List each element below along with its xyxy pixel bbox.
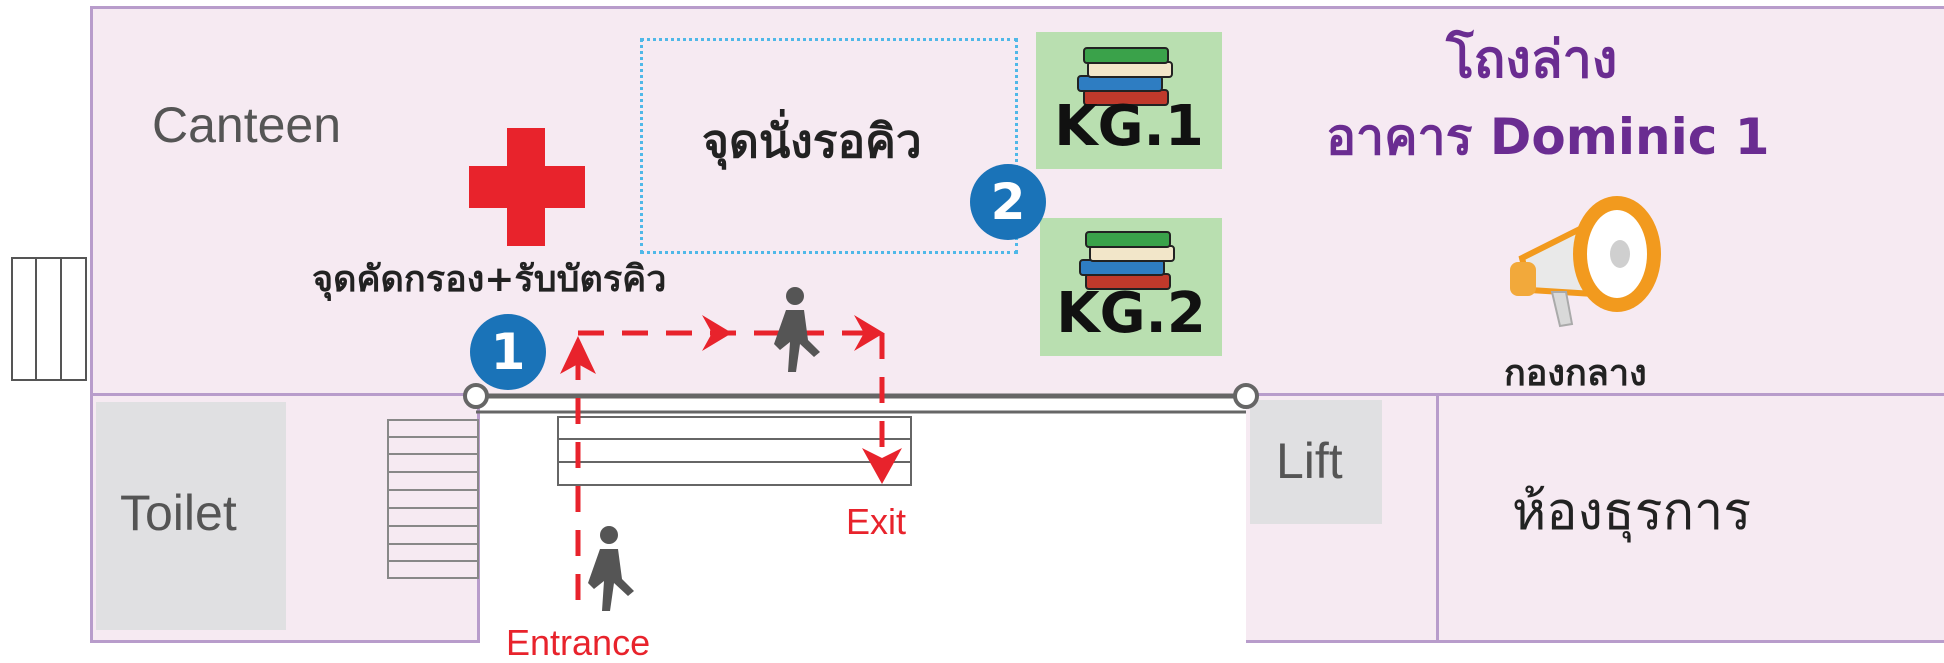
toilet-label: Toilet	[120, 485, 237, 541]
doorway	[463, 383, 1259, 414]
waiting-area-label: จุดนั่งรอคิว	[702, 114, 922, 168]
side-door	[11, 257, 87, 381]
admin-room-label: ห้องธุรการ	[1512, 482, 1752, 542]
step-1-badge: 1	[470, 314, 546, 390]
books-icon	[1079, 231, 1175, 290]
hall-title: โถงล่าง	[1446, 30, 1618, 90]
lift-label: Lift	[1276, 433, 1343, 489]
kg2-label: KG.2	[1056, 281, 1206, 346]
central-office-label: กองกลาง	[1504, 353, 1647, 394]
kg2-room: KG.2	[1040, 218, 1222, 356]
exit-label: Exit	[846, 501, 907, 542]
toilet-box	[96, 402, 286, 630]
kg1-room: KG.1	[1036, 32, 1222, 169]
megaphone-icon	[1510, 196, 1661, 328]
building-title: อาคาร Dominic 1	[1326, 108, 1770, 166]
route-arrows	[560, 315, 902, 484]
walking-person-icon	[774, 287, 820, 372]
waiting-area-box	[640, 38, 1018, 254]
admin-room-area	[1436, 393, 1944, 643]
books-icon	[1077, 47, 1173, 106]
step-2-badge: 2	[970, 164, 1046, 240]
canteen-label: Canteen	[152, 97, 342, 153]
entrance-label: Entrance	[506, 622, 651, 663]
entrance-steps	[557, 416, 912, 486]
lift-box	[1250, 400, 1382, 524]
walking-person-icon	[588, 526, 634, 611]
kg1-label: KG.1	[1054, 94, 1204, 159]
red-cross-icon	[469, 128, 585, 246]
screening-point-label: จุดคัดกรอง+รับบัตรคิว	[312, 259, 667, 300]
stairs-left	[387, 419, 479, 579]
